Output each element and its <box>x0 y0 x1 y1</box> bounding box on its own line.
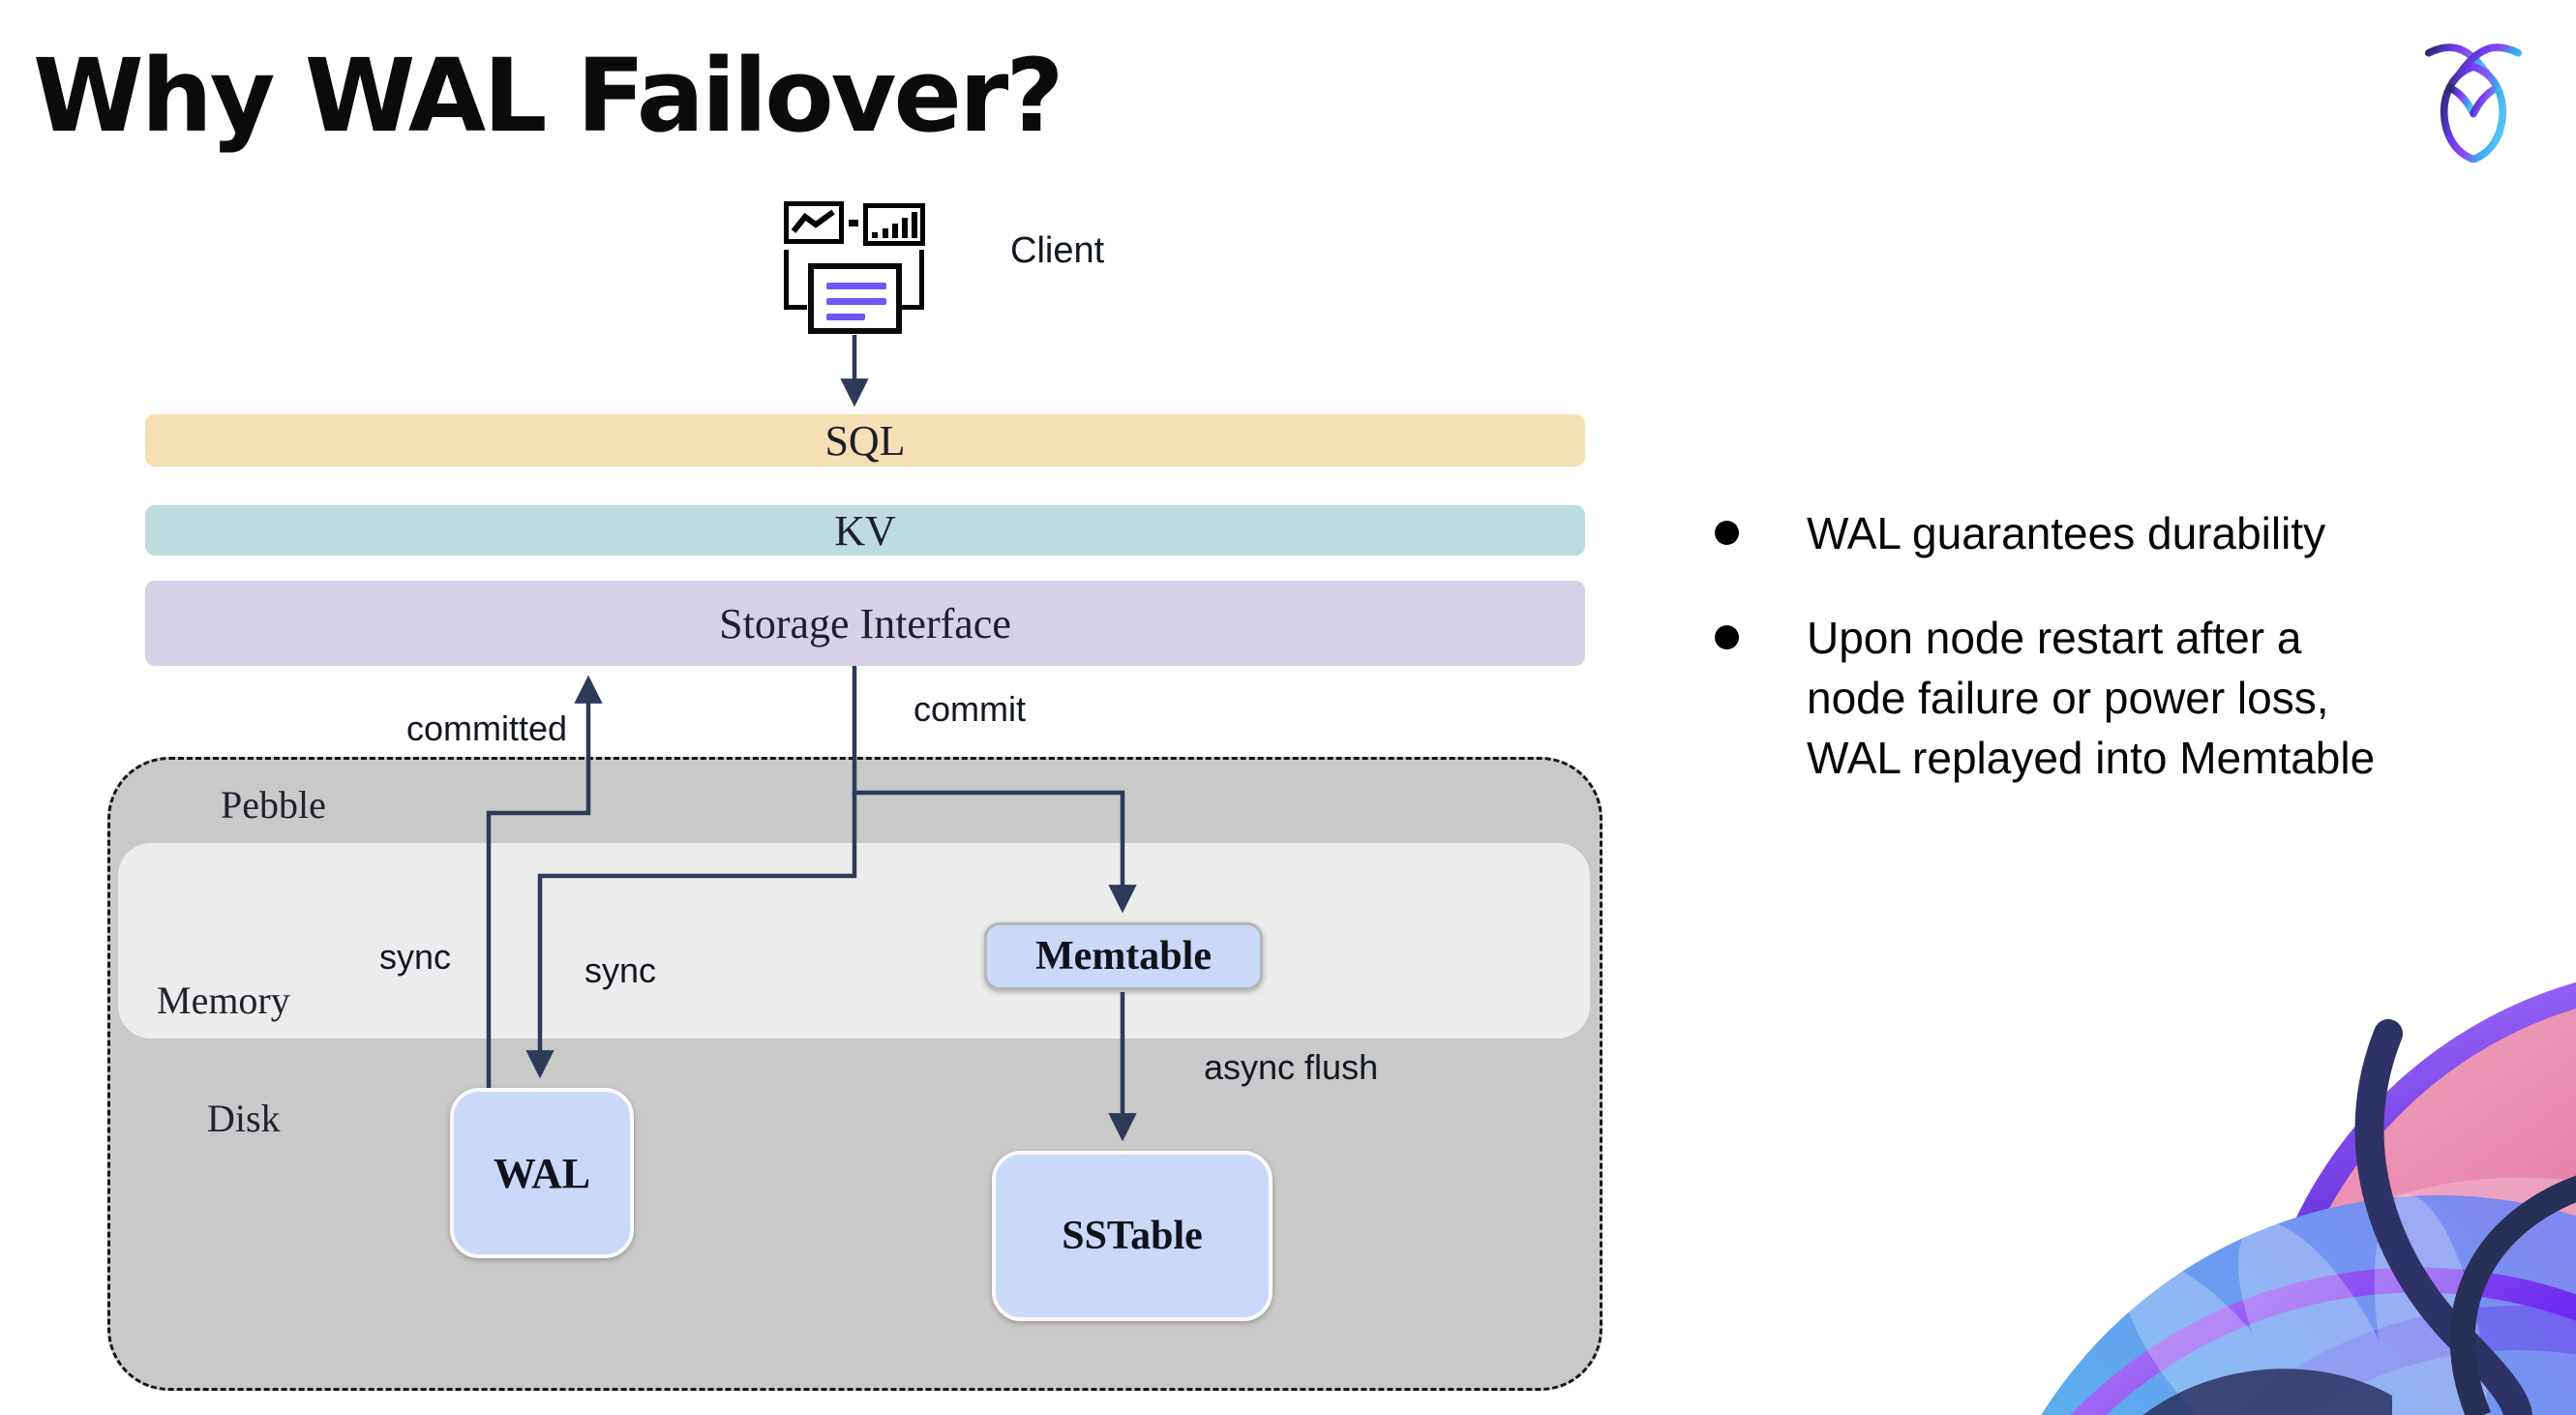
node-sstable-label: SSTable <box>1062 1214 1203 1258</box>
edge-label-sync-left: sync <box>379 937 452 977</box>
list-item: WAL guarantees durability <box>1684 503 2535 563</box>
node-wal-label: WAL <box>493 1149 591 1197</box>
node-wal: WAL <box>450 1088 634 1258</box>
page-title: Why WAL Failover? <box>33 37 1064 155</box>
layer-kv: KV <box>145 505 1585 556</box>
line-chart-icon <box>784 201 844 244</box>
bullet-dot <box>1715 521 1739 545</box>
cockroachdb-logo-icon <box>2424 44 2523 163</box>
list-item: Upon node restart after a node failure o… <box>1684 608 2535 788</box>
memory-label: Memory <box>157 978 290 1022</box>
node-memtable-label: Memtable <box>1035 934 1212 978</box>
bullet-dot <box>1715 625 1739 649</box>
memory-band <box>118 843 1590 1039</box>
layer-storage-interface: Storage Interface <box>145 581 1585 666</box>
dash-connector-icon <box>849 220 858 226</box>
layer-sql-label: SQL <box>824 416 906 465</box>
brand-artwork <box>2041 981 2576 1415</box>
layer-storage-label: Storage Interface <box>719 599 1011 647</box>
edge-label-commit: commit <box>914 689 1026 729</box>
bullet-text: Upon node restart after a node failure o… <box>1807 613 2376 783</box>
pebble-label: Pebble <box>221 783 326 827</box>
bracket-left-icon <box>784 250 807 310</box>
layer-sql: SQL <box>145 414 1585 467</box>
edge-label-async-flush: async flush <box>1204 1047 1379 1087</box>
node-sstable: SSTable <box>992 1151 1273 1321</box>
disk-label: Disk <box>207 1097 281 1140</box>
bullet-text: WAL guarantees durability <box>1807 508 2326 558</box>
bar-chart-icon <box>863 203 925 246</box>
edge-label-sync-right: sync <box>584 950 657 990</box>
layer-kv-label: KV <box>834 506 896 555</box>
document-icon <box>808 263 902 334</box>
client-label: Client <box>1010 230 1105 271</box>
edge-label-committed: committed <box>406 708 568 748</box>
bracket-right-icon <box>901 250 924 310</box>
node-memtable: Memtable <box>984 922 1263 990</box>
bullet-list: WAL guarantees durability Upon node rest… <box>1684 503 2535 832</box>
